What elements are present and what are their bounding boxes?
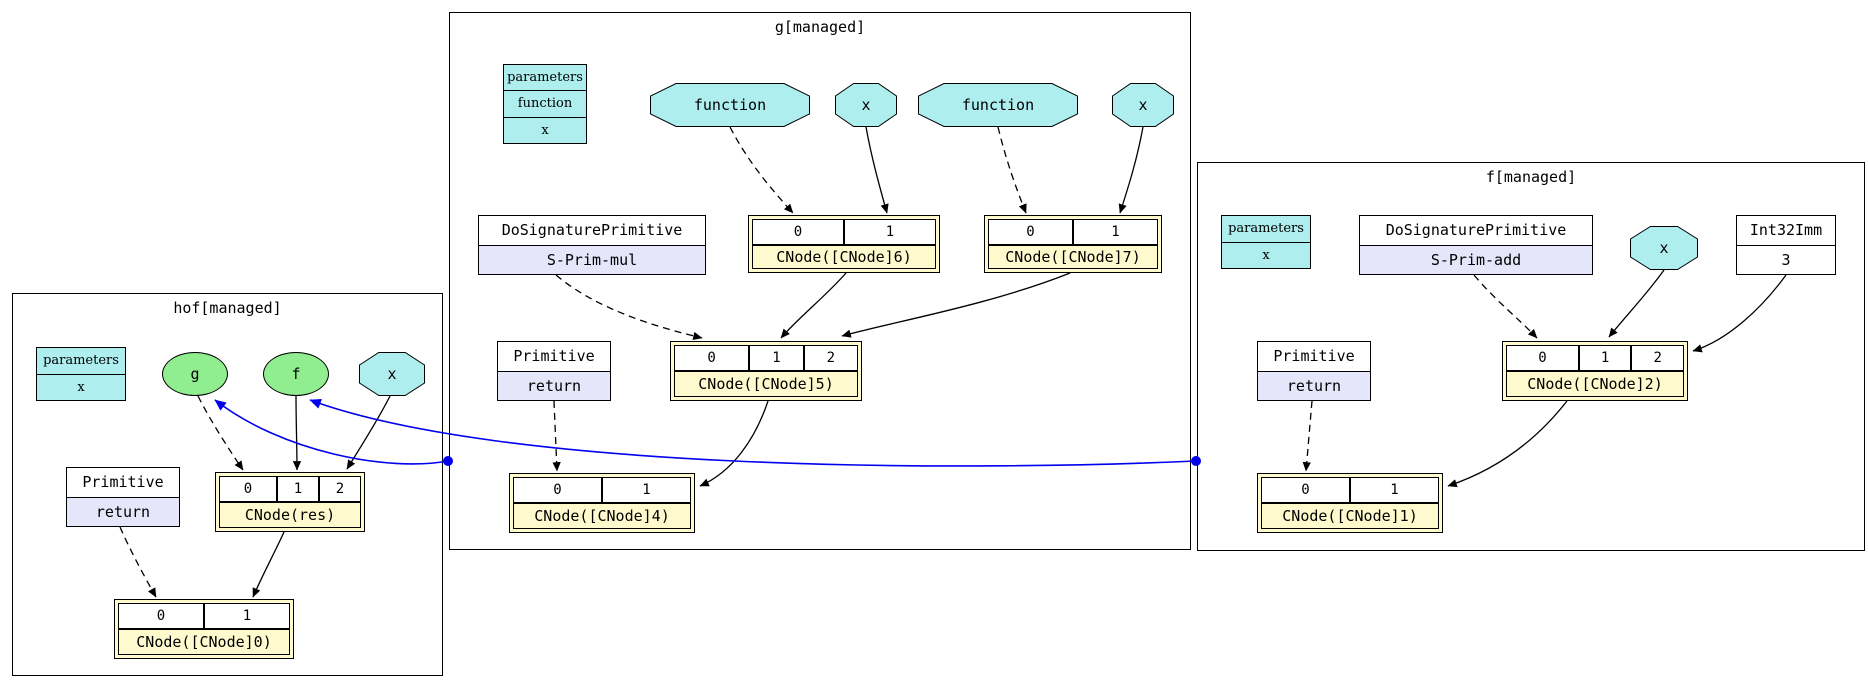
primitive-type: Primitive [498,342,610,371]
cnode-label: CNode([CNode]5) [674,371,858,397]
primitive-type: Primitive [67,468,179,497]
parameter-node-x-1: x [835,83,897,127]
value-node-f: f [263,352,329,396]
parameter-node-x-2: x [1112,83,1174,127]
cnode-label: CNode([CNode]1) [1261,503,1439,529]
port-1: 1 [277,476,319,502]
cluster-f-title: f[managed] [1485,168,1577,186]
octagon-shape [650,83,810,127]
port-1: 1 [1578,345,1632,371]
cnode-ports: 0 1 [118,603,290,629]
cnode-label: CNode([CNode]2) [1506,371,1684,397]
port-0: 0 [988,219,1073,245]
port-0: 0 [118,603,204,629]
parameters-header: parameters [507,70,583,86]
cnode-ports: 0 1 [1261,477,1439,503]
cluster-g-title: g[managed] [774,18,866,36]
port-1: 1 [1073,219,1158,245]
primitive-node-return-hof: Primitive return [66,467,180,527]
value-node-g: g [162,352,228,396]
cnode-res: 0 1 2 CNode(res) [215,472,365,532]
parameter-row: function [504,90,586,116]
parameter-label: function [693,96,767,114]
octagon-shape [1112,83,1174,127]
port-2: 2 [319,476,361,502]
parameter-label: x [387,365,397,383]
parameter-node-x-f: x [1630,226,1698,270]
port-1: 1 [749,345,804,371]
primitive-node-s-prim-mul: DoSignaturePrimitive S-Prim-mul [478,215,706,275]
value-literal: 3 [1737,244,1835,274]
parameter-label: function [961,96,1035,114]
cnode-4: 0 1 CNode([CNode]4) [509,473,695,533]
primitive-name: S-Prim-mul [479,244,705,274]
cluster-hof-title: hof[managed] [173,299,282,317]
port-0: 0 [1261,477,1350,503]
value-node-int32imm: Int32Imm 3 [1736,215,1836,275]
cnode-2: 0 1 2 CNode([CNode]2) [1502,341,1688,401]
cnode-1: 0 1 CNode([CNode]1) [1257,473,1443,533]
cnode-ports: 0 1 2 [674,345,859,371]
port-0: 0 [674,345,750,371]
parameter-node-function-1: function [650,83,810,127]
cnode-ports: 0 1 2 [1506,345,1685,371]
port-1: 1 [204,603,290,629]
parameter-row: x [37,373,125,401]
parameter-row: x [1222,241,1310,269]
parameter-label: x [861,96,871,114]
port-2: 2 [1631,345,1685,371]
cnode-ports: 0 1 [988,219,1158,245]
primitive-type: Primitive [1258,342,1370,371]
parameter-label: x [1659,239,1669,257]
cnode-7: 0 1 CNode([CNode]7) [984,215,1162,273]
parameters-table-g: parameters function x [503,64,587,144]
parameters-table-f: parameters x [1221,215,1311,269]
octagon-shape [1630,226,1698,270]
octagon-shape [359,352,425,396]
parameters-table-hof: parameters x [36,347,126,401]
cnode-0: 0 1 CNode([CNode]0) [114,599,294,659]
primitive-node-s-prim-add: DoSignaturePrimitive S-Prim-add [1359,215,1593,275]
cnode-label: CNode([CNode]6) [752,245,936,269]
port-1: 1 [1350,477,1439,503]
parameter-label: x [1138,96,1148,114]
parameters-header: parameters [1228,221,1304,237]
value-type: Int32Imm [1737,216,1835,245]
cnode-5: 0 1 2 CNode([CNode]5) [670,341,862,401]
cnode-label: CNode([CNode]4) [513,503,691,529]
port-1: 1 [602,477,691,503]
cnode-label: CNode(res) [219,502,361,528]
primitive-name: return [1258,370,1370,400]
primitive-name: return [67,496,179,526]
primitive-name: S-Prim-add [1360,244,1592,274]
value-label: f [291,365,301,383]
port-0: 0 [219,476,277,502]
primitive-node-return-g: Primitive return [497,341,611,401]
port-2: 2 [803,345,859,371]
primitive-type: DoSignaturePrimitive [479,216,705,245]
parameter-node-x-hof: x [359,352,425,396]
port-0: 0 [1506,345,1579,371]
cnode-6: 0 1 CNode([CNode]6) [748,215,940,273]
port-0: 0 [513,477,602,503]
octagon-shape [835,83,897,127]
cnode-ports: 0 1 2 [219,476,361,502]
value-label: g [190,365,200,383]
parameters-header: parameters [43,353,119,369]
parameter-node-function-2: function [918,83,1078,127]
primitive-node-return-f: Primitive return [1257,341,1371,401]
parameter-row: x [504,116,586,143]
cnode-label: CNode([CNode]7) [988,245,1158,269]
primitive-type: DoSignaturePrimitive [1360,216,1592,245]
cnode-ports: 0 1 [513,477,691,503]
port-0: 0 [752,219,844,245]
cnode-ports: 0 1 [752,219,936,245]
primitive-name: return [498,370,610,400]
port-1: 1 [844,219,936,245]
cnode-label: CNode([CNode]0) [118,629,290,655]
octagon-shape [918,83,1078,127]
